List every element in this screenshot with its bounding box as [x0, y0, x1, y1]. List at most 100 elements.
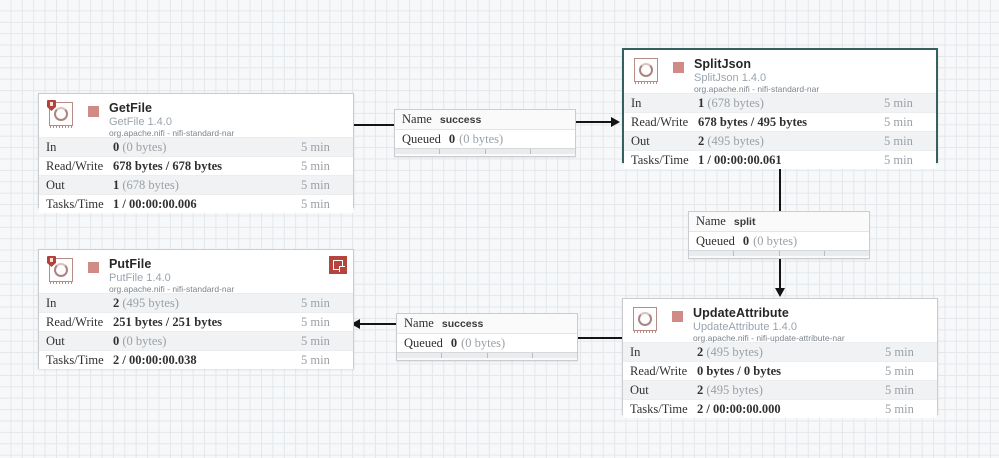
processor-getfile[interactable]: GetFile GetFile 1.4.0 org.apache.nifi - …: [38, 93, 354, 213]
stat-row: Tasks/Time 2 / 00:00:00.038 5 min: [39, 350, 353, 369]
processor-splitjson[interactable]: SplitJson SplitJson 1.4.0 org.apache.nif…: [622, 48, 938, 169]
stat-value: 2 / 00:00:00.000: [697, 401, 781, 416]
stat-label: In: [46, 139, 57, 154]
edge-splitjson-to-label[interactable]: [779, 163, 781, 213]
stat-label: Out: [46, 177, 65, 192]
stat-label: In: [630, 344, 641, 359]
processor-header: PutFile PutFile 1.4.0 org.apache.nifi - …: [39, 250, 353, 295]
processor-header: SplitJson SplitJson 1.4.0 org.apache.nif…: [624, 50, 936, 94]
processor-type: PutFile 1.4.0: [109, 272, 171, 284]
connection-getfile-to-splitjson[interactable]: Name success Queued 0 (0 bytes): [394, 109, 576, 157]
stat-label: Tasks/Time: [46, 352, 104, 367]
arrowhead-to-splitjson: [611, 117, 620, 127]
stat-row: In 2 (495 bytes) 5 min: [39, 293, 353, 312]
stat-row: Read/Write 678 bytes / 495 bytes 5 min: [624, 112, 936, 131]
connection-queued-row: Queued 0 (0 bytes): [397, 333, 577, 352]
stat-row: Out 1 (678 bytes) 5 min: [39, 175, 353, 194]
stopped-status-icon[interactable]: [88, 262, 99, 273]
processor-stats-table: In 2 (495 bytes) 5 min Read/Write 0 byte…: [623, 342, 937, 418]
stat-time: 5 min: [301, 295, 330, 310]
stat-row: Out 2 (495 bytes) 5 min: [624, 131, 936, 150]
connection-updateattribute-to-putfile[interactable]: Name success Queued 0 (0 bytes): [396, 313, 578, 361]
shield-icon: [47, 100, 56, 111]
stat-time: 5 min: [884, 95, 913, 110]
stat-row: Out 2 (495 bytes) 5 min: [623, 380, 937, 399]
stat-time: 5 min: [885, 401, 914, 416]
processor-name: SplitJson: [694, 57, 752, 71]
stat-value: 2 (495 bytes): [697, 344, 763, 359]
edge-updateattribute-to-label[interactable]: [578, 337, 622, 339]
stat-row: Read/Write 251 bytes / 251 bytes 5 min: [39, 312, 353, 331]
stat-value: 678 bytes / 678 bytes: [113, 158, 223, 173]
connection-queued-bytes: (0 bytes): [753, 233, 798, 248]
stat-time: 5 min: [885, 382, 914, 397]
stat-time: 5 min: [885, 363, 914, 378]
connection-name-key: Name: [696, 214, 726, 228]
processor-icon: [631, 306, 660, 335]
connection-relationship-name: success: [439, 113, 482, 126]
processor-icon: [47, 100, 76, 130]
stat-value: 1 / 00:00:00.061: [698, 152, 782, 167]
processor-bundle: org.apache.nifi - nifi-standard-nar: [109, 284, 235, 295]
connection-queue-gauge: [689, 250, 869, 256]
stat-value: 678 bytes / 495 bytes: [698, 114, 808, 129]
connection-queued-row: Queued 0 (0 bytes): [395, 129, 575, 148]
stat-time: 5 min: [301, 333, 330, 348]
connection-queue-gauge: [395, 148, 575, 154]
stat-label: Tasks/Time: [631, 152, 689, 167]
connection-queued-key: Queued: [402, 131, 441, 146]
edge-label-to-splitjson[interactable]: [576, 121, 618, 123]
edge-getfile-to-label[interactable]: [352, 124, 394, 126]
stat-time: 5 min: [301, 352, 330, 367]
edge-label-to-putfile[interactable]: [360, 323, 396, 325]
processor-icon: [632, 57, 661, 86]
processor-stats-table: In 1 (678 bytes) 5 min Read/Write 678 by…: [624, 93, 936, 169]
stat-row: In 0 (0 bytes) 5 min: [39, 137, 353, 156]
connection-queued-bytes: (0 bytes): [459, 131, 504, 146]
connection-name-key: Name: [404, 316, 434, 330]
stopped-status-icon[interactable]: [672, 311, 683, 322]
stat-label: Read/Write: [630, 363, 688, 378]
connection-name-key: Name: [402, 112, 432, 126]
stat-value: 2 (495 bytes): [113, 295, 179, 310]
stat-value: 1 (678 bytes): [113, 177, 179, 192]
stat-value: 0 (0 bytes): [113, 139, 167, 154]
edge-label-to-updateattribute[interactable]: [779, 253, 781, 295]
connection-name-row: Name success: [397, 314, 577, 333]
stat-row: In 1 (678 bytes) 5 min: [624, 93, 936, 112]
processor-icon: [47, 256, 76, 286]
stat-time: 5 min: [885, 344, 914, 359]
stat-label: Out: [46, 333, 65, 348]
stat-label: In: [631, 95, 642, 110]
stat-time: 5 min: [301, 158, 330, 173]
connection-name-row: Name split: [689, 212, 869, 231]
stat-row: Tasks/Time 1 / 00:00:00.006 5 min: [39, 194, 353, 213]
stopped-status-icon[interactable]: [673, 62, 684, 73]
processor-header: UpdateAttribute UpdateAttribute 1.4.0 or…: [623, 299, 937, 344]
stopped-status-icon[interactable]: [88, 106, 99, 117]
stat-row: Out 0 (0 bytes) 5 min: [39, 331, 353, 350]
stat-row: Tasks/Time 2 / 00:00:00.000 5 min: [623, 399, 937, 418]
connection-relationship-name: split: [733, 215, 756, 228]
processor-bundle: org.apache.nifi - nifi-standard-nar: [109, 128, 235, 139]
arrowhead-to-updateattribute: [775, 288, 785, 297]
processor-name: GetFile: [109, 101, 153, 115]
processor-putfile[interactable]: PutFile PutFile 1.4.0 org.apache.nifi - …: [38, 249, 354, 369]
stat-label: Out: [630, 382, 649, 397]
stat-time: 5 min: [884, 114, 913, 129]
processor-type: GetFile 1.4.0: [109, 116, 172, 128]
stat-label: Tasks/Time: [46, 196, 104, 211]
stat-value: 0 (0 bytes): [113, 333, 167, 348]
processor-bundle: org.apache.nifi - nifi-update-attribute-…: [693, 333, 845, 344]
processor-updateattribute[interactable]: UpdateAttribute UpdateAttribute 1.4.0 or…: [622, 298, 938, 418]
connection-splitjson-to-updateattribute[interactable]: Name split Queued 0 (0 bytes): [688, 211, 870, 259]
connection-queued-count: 0: [742, 233, 750, 248]
processor-name: UpdateAttribute: [693, 306, 789, 320]
stat-time: 5 min: [301, 139, 330, 154]
processor-stats-table: In 0 (0 bytes) 5 min Read/Write 678 byte…: [39, 137, 353, 213]
connection-queued-count: 0: [450, 335, 458, 350]
arrowhead-to-putfile: [351, 319, 360, 329]
bulletin-indicator-icon[interactable]: [329, 256, 347, 274]
stat-row: Read/Write 678 bytes / 678 bytes 5 min: [39, 156, 353, 175]
